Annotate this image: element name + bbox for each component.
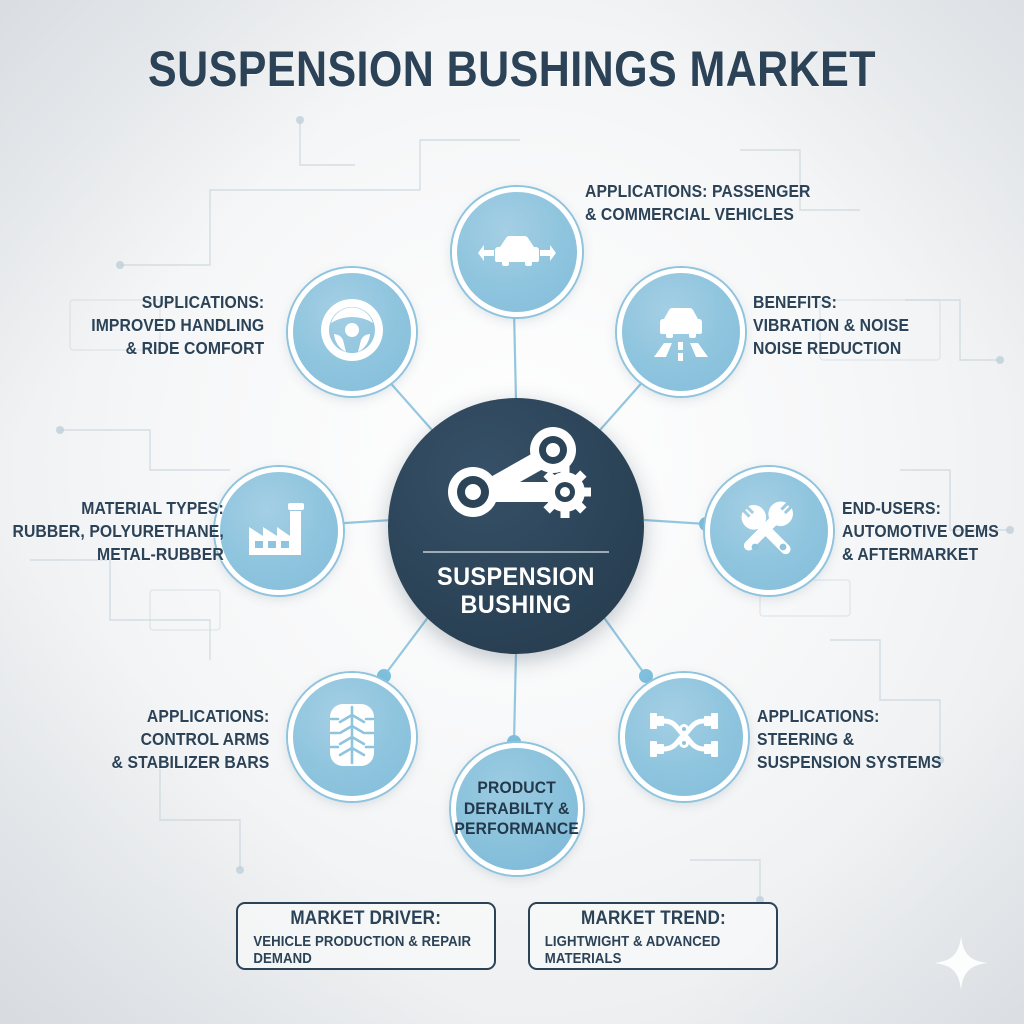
label-line: BENEFITS: (753, 292, 837, 312)
node-handling-ride-comfort[interactable] (288, 268, 416, 396)
node-material-types[interactable] (215, 467, 343, 595)
steering-wheel-icon (321, 298, 384, 366)
label-line: APPLICATIONS: (757, 706, 880, 726)
crossed-wrenches-icon (737, 497, 801, 566)
node-product-durability-text: PRODUCT DERABILTY & PERFORMANCE (455, 778, 580, 840)
footer-box-subtitle: VEHICLE PRODUCTION & REPAIR DEMAND (253, 932, 472, 967)
label-line: AUTOMOTIVE OEMS (842, 521, 999, 542)
label-line: APPLICATIONS: PASSENGER (585, 181, 811, 201)
car-on-road-icon (646, 299, 716, 366)
node-text-line: DERABILTY & (464, 798, 570, 818)
label-applications-vehicles: APPLICATIONS: PASSENGER & COMMERCIAL VEH… (585, 180, 811, 226)
footer-box-subtitle: LIGHTWIGHT & ADVANCED MATERIALS (544, 932, 721, 967)
label-line: SUPLICATIONS: (141, 292, 264, 312)
node-text-line: PRODUCT (477, 777, 557, 797)
node-applications-steering[interactable] (620, 673, 748, 801)
label-line: & AFTERMARKET (842, 544, 979, 565)
car-front-arrows-icon (478, 229, 556, 276)
label-line: MATERIAL TYPES: (81, 498, 225, 518)
control-arm-bushing-icon (441, 426, 591, 539)
label-line: & RIDE COMFORT (125, 338, 264, 359)
label-line: METAL-RUBBER (97, 544, 224, 565)
node-end-users[interactable] (705, 467, 833, 595)
hub-label: SUSPENSION BUSHING (437, 563, 595, 619)
footer-box-market-trend[interactable]: MARKET TREND: LIGHTWIGHT & ADVANCED MATE… (528, 902, 778, 970)
factory-icon (247, 501, 311, 562)
label-line: RUBBER, POLYURETHANE, (12, 521, 224, 542)
label-material-types: MATERIAL TYPES: RUBBER, POLYURETHANE, ME… (13, 497, 224, 566)
label-line: & STABILIZER BARS (111, 752, 269, 773)
node-text-line: PERFORMANCE (454, 819, 580, 839)
page-title: SUSPENSION BUSHINGS MARKET (148, 41, 876, 97)
label-line: IMPROVED HANDLING (90, 315, 264, 336)
label-handling-ride-comfort: SUPLICATIONS: IMPROVED HANDLING & RIDE C… (91, 291, 264, 360)
footer-box-title: MARKET TREND: (580, 907, 726, 929)
label-line: APPLICATIONS: (146, 706, 269, 726)
node-applications-control-arms[interactable] (288, 673, 416, 801)
node-applications-vehicles[interactable] (452, 187, 582, 317)
node-benefits-vibration-noise[interactable] (617, 268, 745, 396)
central-hub[interactable]: SUSPENSION BUSHING (388, 398, 644, 654)
label-applications-control-arms: APPLICATIONS: CONTROL ARMS & STABILIZER … (111, 705, 269, 774)
suspension-assembly-icon (648, 705, 720, 770)
label-benefits-vibration-noise: BENEFITS: VIBRATION & NOISE NOISE REDUCT… (753, 291, 909, 360)
label-line: END-USERS: (842, 498, 941, 518)
tire-tread-icon (329, 703, 375, 772)
footer-box-market-driver[interactable]: MARKET DRIVER: VEHICLE PRODUCTION & REPA… (236, 902, 496, 970)
label-line: CONTROL ARMS (140, 729, 269, 750)
label-line: NOISE REDUCTION (753, 338, 902, 359)
label-line: & COMMERCIAL VEHICLES (585, 204, 794, 225)
label-applications-steering: APPLICATIONS: STEERING & SUSPENSION SYST… (757, 705, 942, 774)
hub-divider (423, 551, 609, 553)
label-line: VIBRATION & NOISE (753, 315, 910, 336)
label-end-users: END-USERS: AUTOMOTIVE OEMS & AFTERMARKET (842, 497, 999, 566)
footer-box-title: MARKET DRIVER: (290, 907, 442, 929)
hub-label-line1: SUSPENSION (437, 563, 595, 591)
node-product-durability[interactable]: PRODUCT DERABILTY & PERFORMANCE (451, 743, 583, 875)
label-line: STEERING & (757, 729, 855, 750)
hub-label-line2: BUSHING (460, 591, 572, 619)
sparkle-icon (934, 936, 988, 990)
label-line: SUSPENSION SYSTEMS (757, 752, 942, 773)
